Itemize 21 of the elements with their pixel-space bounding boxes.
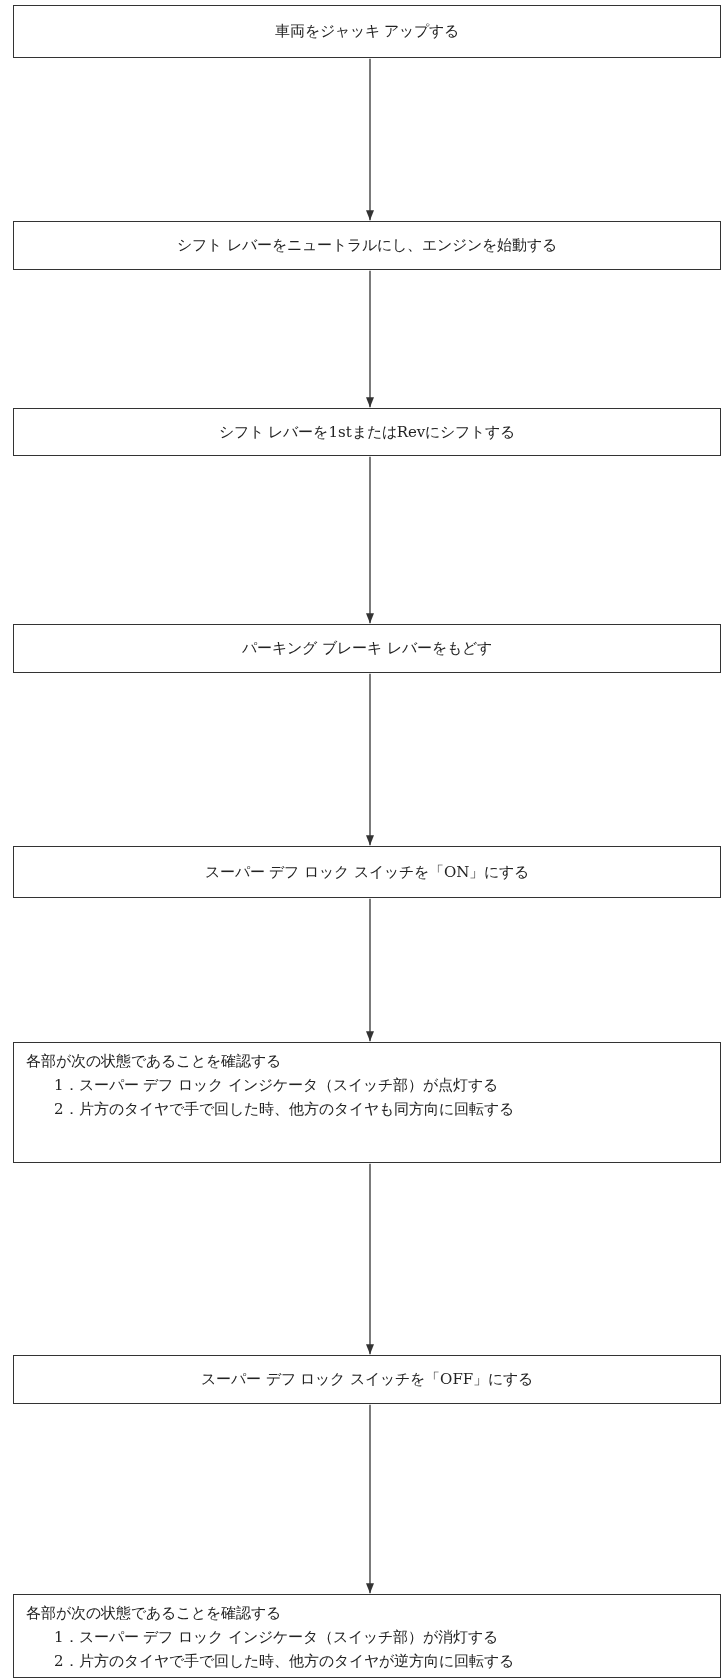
arrow bbox=[366, 1163, 374, 1355]
check-box bbox=[13, 1594, 721, 1678]
arrow bbox=[366, 1404, 374, 1594]
step-box: スーパー デフ ロック スイッチを「ON」にする bbox=[13, 846, 721, 898]
heading-text: 各部が次の状態であることを確認する bbox=[26, 1603, 282, 1624]
arrow bbox=[366, 673, 374, 846]
step-box: 車両をジャッキ アップする bbox=[13, 5, 721, 58]
step-box: シフト レバーを1stまたはRevにシフトする bbox=[13, 408, 721, 456]
step-box: パーキング ブレーキ レバーをもどす bbox=[13, 624, 721, 673]
list-item: 1．スーパー デフ ロック インジケータ（スイッチ部）が点灯する bbox=[53, 1075, 499, 1096]
list-item: 2．片方のタイヤで手で回した時、他方のタイヤが逆方向に回転する bbox=[53, 1651, 515, 1672]
check-box bbox=[13, 1042, 721, 1163]
list-item: 1．スーパー デフ ロック インジケータ（スイッチ部）が消灯する bbox=[53, 1627, 499, 1648]
step-box: スーパー デフ ロック スイッチを「OFF」にする bbox=[13, 1355, 721, 1404]
arrow bbox=[366, 270, 374, 408]
step-box: シフト レバーをニュートラルにし、エンジンを始動する bbox=[13, 221, 721, 270]
arrow bbox=[366, 58, 374, 221]
heading-text: 各部が次の状態であることを確認する bbox=[26, 1051, 282, 1072]
list-item: 2．片方のタイヤで手で回した時、他方のタイヤも同方向に回転する bbox=[53, 1099, 515, 1120]
arrow bbox=[366, 456, 374, 624]
arrow bbox=[366, 898, 374, 1042]
